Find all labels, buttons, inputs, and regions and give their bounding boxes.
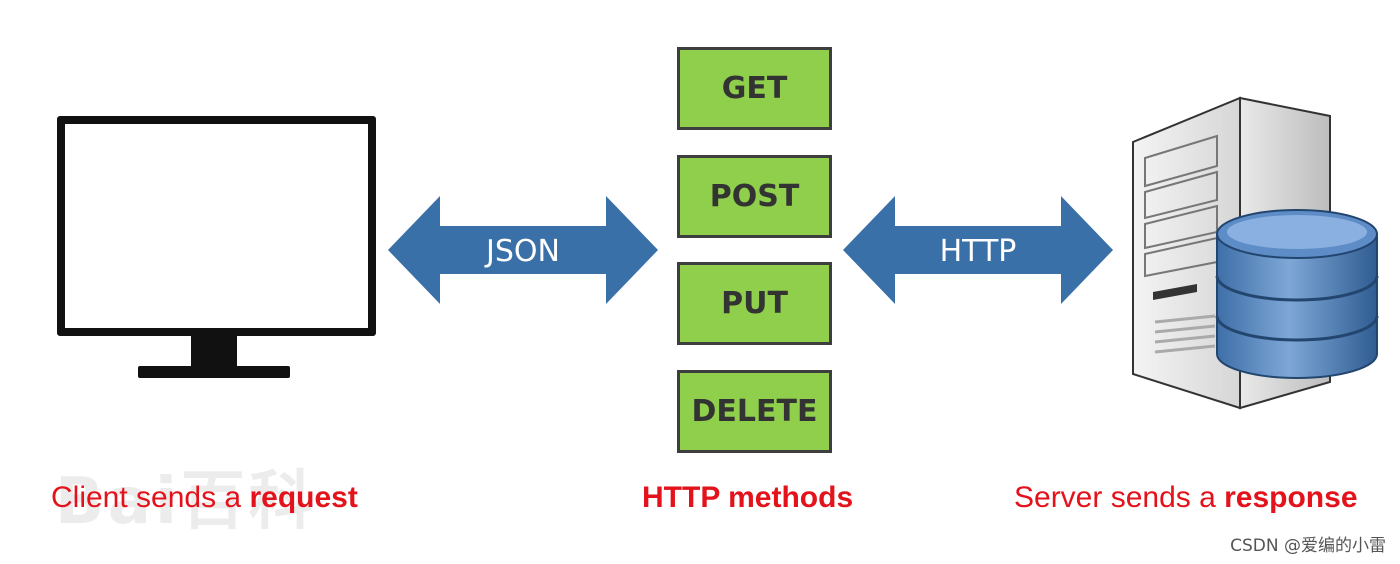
- database-top-highlight: [1227, 215, 1367, 249]
- client-caption-bold: request: [249, 481, 358, 514]
- server-caption-bold: response: [1224, 481, 1358, 514]
- methods-caption-bold: HTTP methods: [642, 481, 854, 514]
- http-arrow-label: HTTP: [940, 234, 1017, 269]
- http-arrow-shape: [843, 196, 1113, 304]
- server-caption-normal: Server sends a: [1014, 481, 1225, 514]
- database-ring: [1215, 275, 1379, 302]
- drive-bay: [1144, 134, 1218, 188]
- csdn-credit: CSDN @爱编的小雷: [1230, 536, 1386, 556]
- baidu-watermark: Bai百科: [55, 465, 317, 539]
- drive-bay: [1144, 170, 1218, 220]
- vent-line: [1154, 344, 1216, 354]
- http-arrow: HTTP: [843, 196, 1113, 304]
- vent-line: [1154, 314, 1216, 324]
- disk-slot: [1153, 284, 1197, 300]
- monitor-screen: [57, 116, 376, 336]
- database-body: [1216, 233, 1378, 379]
- json-arrow-shape: [388, 196, 658, 304]
- method-put: PUT: [677, 262, 832, 345]
- server-caption: Server sends a response: [1014, 478, 1358, 518]
- monitor-base: [138, 366, 290, 378]
- method-get: GET: [677, 47, 832, 130]
- monitor-neck: [191, 336, 237, 370]
- methods-caption: HTTP methods: [642, 478, 853, 518]
- client-caption: Client sends a request: [51, 478, 358, 518]
- vent-line: [1154, 324, 1216, 334]
- method-delete: DELETE: [677, 370, 832, 453]
- database-ring: [1215, 315, 1379, 342]
- method-post: POST: [677, 155, 832, 238]
- json-arrow-label: JSON: [484, 234, 560, 269]
- database-icon: [1215, 209, 1379, 379]
- vent-line: [1154, 334, 1216, 344]
- json-arrow: JSON: [388, 196, 658, 304]
- server-icon: [1132, 96, 1379, 410]
- client-caption-normal: Client sends a: [51, 481, 250, 514]
